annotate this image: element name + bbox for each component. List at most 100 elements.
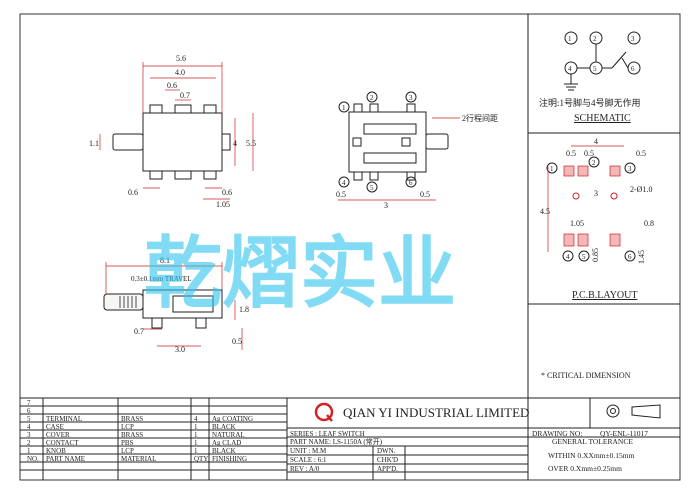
- unit-field: UNIT : M.M: [290, 447, 327, 455]
- bom-cell-part: KNOB: [46, 447, 66, 455]
- dim-4-0: 4.0: [175, 68, 185, 77]
- pcb-dim-0-5b: 0.5: [584, 149, 594, 158]
- bom-cell-finishing: NATURAL: [212, 431, 245, 439]
- dim-4: 4: [233, 139, 237, 148]
- dim-side-3: 3: [384, 201, 388, 210]
- dim-3-0: 3.0: [175, 345, 185, 354]
- bom-header-part: PART NAME: [46, 455, 85, 463]
- general-tolerance: GENERAL TOLERANCE: [552, 437, 633, 446]
- bom-cell-finishing: BLACK: [212, 447, 236, 455]
- part-name-field: PART NAME: LS-1150A (常开): [290, 437, 383, 446]
- company-logo: [314, 402, 334, 422]
- pcb-dim-0-85: 0.85: [591, 248, 600, 262]
- pcb-dim-2phi: 2-Ø1.0: [630, 185, 652, 194]
- top-view: 5.6 4.0 0.6 0.7 1.1 4 5.5 0.6 0.6 1.05: [89, 54, 256, 209]
- sheet-border: [19, 13, 681, 481]
- pin-label-6: 6: [409, 179, 413, 187]
- pcb-dim-0-8: 0.8: [644, 219, 654, 228]
- bom-cell-finishing: Ag CLAD: [212, 439, 241, 447]
- dim-5-5: 5.5: [246, 139, 256, 148]
- schematic-pin-5: 5: [593, 65, 597, 73]
- bom-cell-finishing: BLACK: [212, 423, 236, 431]
- scale-field: SCALE : 6:1: [290, 456, 327, 464]
- bom-header-finishing: FINISHING: [212, 455, 247, 463]
- bom-cell-part: CASE: [46, 423, 64, 431]
- pcb-dim-1-05: 1.05: [570, 219, 584, 228]
- dim-0-7: 0.7: [180, 91, 190, 100]
- company-name: QIAN YI INDUSTRIAL LIMITED: [343, 405, 529, 420]
- pin-label-1: 1: [342, 104, 346, 112]
- pin-label-4: 4: [342, 179, 346, 187]
- bom-cell-material: PBS: [121, 439, 134, 447]
- pcb-pin-2: 2: [592, 159, 596, 167]
- pcb-dim-4-5: 4.5: [540, 207, 550, 216]
- travel-note: 0.3±0.1mm TRAVEL: [131, 275, 192, 283]
- appd-field: APP'D.: [377, 465, 398, 473]
- schematic-pin-6: 6: [631, 65, 635, 73]
- bom-cell-qty: 1: [194, 423, 198, 431]
- bom-cell-material: LCP: [121, 447, 134, 455]
- tolerance-within: WITHIN 0.XXmm±0.15mm: [548, 451, 635, 460]
- dim-1-8: 1.8: [239, 305, 249, 314]
- bom-cell-no: 6: [27, 407, 31, 415]
- bom-cell-no: 7: [27, 399, 31, 407]
- bom-cell-no: 2: [27, 439, 31, 447]
- dim-1-05: 1.05: [216, 200, 230, 209]
- schematic-pin-3: 3: [631, 35, 635, 43]
- dwn-field: DWN.: [377, 447, 396, 455]
- bom-cell-material: BRASS: [121, 431, 143, 439]
- bom-cell-finishing: Ag COATING: [212, 415, 253, 423]
- dim-8-1: 8.1: [160, 256, 170, 265]
- pcb-dim-1-45: 1.45: [637, 250, 646, 264]
- bom-header-material: MATERIAL: [121, 455, 156, 463]
- bom-header-no: NO.: [27, 455, 39, 463]
- tolerance-over: OVER 0.Xmm±0.25mm: [548, 464, 622, 473]
- dim-side-0-5b: 0.5: [420, 190, 430, 199]
- dim-0-5-front: 0.5: [232, 337, 242, 346]
- bom-cell-part: CONTACT: [46, 439, 79, 447]
- watermark: 乾熠实业: [144, 229, 456, 319]
- bom-cell-part: TERMINAL: [46, 415, 82, 423]
- schematic-pin-1: 1: [568, 35, 572, 43]
- pcb-dim-0-5a: 0.5: [566, 149, 576, 158]
- schematic-pin-2: 2: [593, 35, 597, 43]
- side-view: 1 2 3 4 5 6 2行程间距 0.5 3 0.5: [336, 91, 498, 210]
- chkd-field: CHK'D: [377, 456, 398, 464]
- dim-1-1: 1.1: [89, 139, 99, 148]
- schematic-title: SCHEMATIC: [574, 113, 631, 124]
- dim-0-6-right: 0.6: [222, 188, 232, 197]
- pcb-title: P.C.B.LAYOUT: [572, 290, 637, 301]
- bom-cell-qty: 4: [194, 415, 198, 423]
- dim-0-7-front: 0.7: [134, 327, 144, 336]
- pin-label-3: 3: [409, 94, 413, 102]
- front-view: 8.1 0.3±0.1mm TRAVEL 1.8 0.7 3.0 0.5: [103, 256, 249, 354]
- pcb-layout: 4 0.5 0.5 0.5 1 2 3 3 2-Ø1.0 4.5 1.05 0.…: [540, 137, 654, 301]
- pcb-dim-4: 4: [594, 137, 598, 146]
- bom-cell-no: 1: [27, 447, 31, 455]
- bom-cell-no: 3: [27, 431, 31, 439]
- series-field: SERIES : LEAF SWITCH: [290, 430, 365, 438]
- drawing-no-label: DRAWING NO:: [532, 429, 582, 438]
- pcb-pin-3: 3: [628, 165, 632, 173]
- dim-5-6: 5.6: [176, 54, 186, 63]
- bom-cell-qty: 1: [194, 431, 198, 439]
- pin-label-2: 2: [370, 94, 374, 102]
- bom-header-qty: QTY: [194, 455, 208, 463]
- rev-field: REV : A/0: [290, 465, 320, 473]
- bom-cell-material: BRASS: [121, 415, 143, 423]
- pcb-dim-3: 3: [594, 189, 598, 198]
- schematic: 1 2 3 4 5 6 注明:1号脚与4号脚无作用 SCHEMATIC: [539, 31, 641, 124]
- pin-label-5: 5: [370, 184, 374, 192]
- dim-0-6: 0.6: [167, 81, 177, 90]
- title-block: [20, 397, 680, 480]
- drawing-number: QY-ENL-11017: [600, 429, 648, 438]
- pcb-pin-6: 6: [628, 253, 632, 261]
- pcb-pin-1: 1: [550, 165, 554, 173]
- bom-cell-no: 4: [27, 423, 31, 431]
- schematic-pin-4: 4: [568, 65, 572, 73]
- pcb-pin-4: 4: [566, 253, 570, 261]
- bom-cell-qty: 1: [194, 447, 198, 455]
- travel-gap-note: 2行程间距: [462, 113, 498, 123]
